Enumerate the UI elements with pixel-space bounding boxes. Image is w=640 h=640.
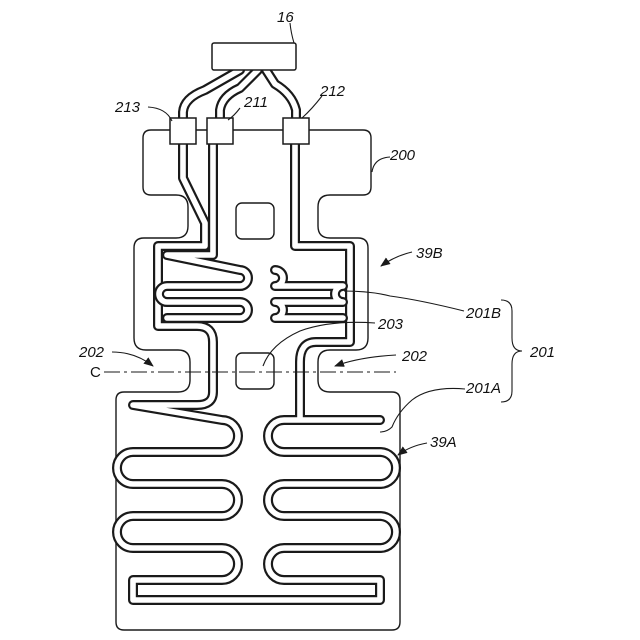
leader-202-right: [335, 355, 396, 366]
label-213: 213: [114, 99, 141, 116]
label-212: 212: [319, 83, 346, 100]
label-201: 201: [529, 344, 555, 361]
label-201a: 201A: [465, 380, 501, 397]
leader-200: [372, 157, 390, 172]
label-202-right: 202: [401, 348, 428, 365]
label-16: 16: [277, 9, 294, 26]
leader-202-left: [112, 352, 153, 366]
leader-39b: [381, 252, 412, 266]
brace-201: [501, 300, 522, 402]
leader-211: [228, 108, 240, 120]
terminal-213: [170, 118, 196, 144]
label-39a: 39A: [430, 434, 457, 451]
label-211: 211: [243, 94, 268, 111]
label-201b: 201B: [465, 305, 501, 322]
upper-aperture: [236, 203, 274, 239]
controller-box: [212, 43, 296, 70]
label-39b: 39B: [416, 245, 443, 262]
leader-39a: [398, 443, 427, 455]
label-203: 203: [377, 316, 404, 333]
label-202-left: 202: [78, 344, 105, 361]
terminal-211: [207, 118, 233, 144]
terminal-212: [283, 118, 309, 144]
leader-16: [290, 23, 294, 43]
leader-212: [302, 96, 322, 118]
label-200: 200: [389, 147, 416, 164]
leader-213: [148, 107, 172, 121]
label-axis-c: C: [90, 364, 101, 381]
aperture-203: [236, 353, 274, 389]
